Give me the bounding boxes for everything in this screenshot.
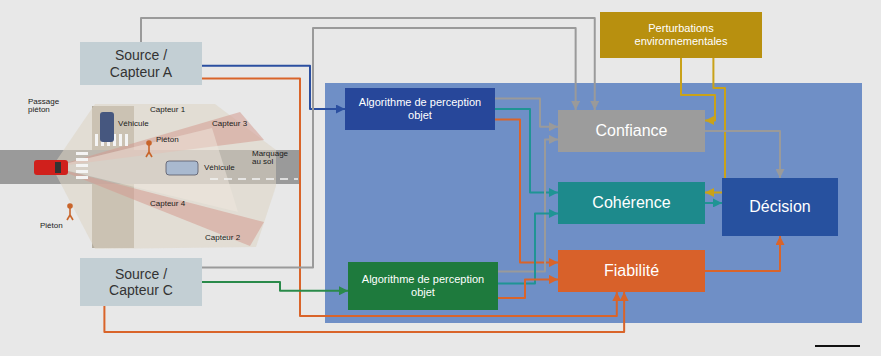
disturbance-box: Perturbations environnementales [600,12,762,58]
connector-arrow [495,120,558,263]
car-window [55,162,61,173]
illustration-label: Capteur 3 [212,120,247,128]
node-label: Décision [749,198,810,216]
vehicle-symbol [100,112,114,142]
algorithm-box: Algorithme de perception objet [348,262,498,310]
ground-marking [210,178,298,180]
connector-arrow [498,139,558,271]
source-box: Source / Capteur A [80,42,202,85]
connector-arrow [202,66,345,109]
node-label: Source / Capteur C [96,266,186,298]
connector-arrow [705,131,780,178]
illustration-label: Véhicule [204,164,235,172]
connector-arrow [202,28,576,268]
connector-arrow [495,109,558,193]
node-label: Fiabilité [604,262,659,280]
node-label: Algorithme de perception objet [360,273,486,298]
connector-arrow [705,236,780,271]
coherence-box: Cohérence [558,182,705,224]
node-label: Perturbations environnementales [614,22,748,47]
connector-arrow [705,202,722,204]
node-label: Confiance [595,122,667,140]
node-label: Cohérence [592,194,670,212]
illustration-label: Marquage au sol [252,150,294,167]
illustration-label: Capteur 1 [150,106,185,114]
confidence-box: Confiance [558,110,705,152]
ego-car [34,160,68,175]
reliability-box: Fiabilité [558,250,705,292]
connector-arrow [705,58,725,193]
illustration-label: Piéton [40,222,63,230]
connector-arrow [495,99,558,127]
vehicle-symbol [166,161,198,175]
illustration-label: Piéton [156,136,179,144]
connector-arrow [498,214,558,284]
connector-arrow [498,279,558,298]
scale-bar [815,345,860,347]
connector-arrow [202,79,617,316]
node-label: Algorithme de perception objet [357,96,483,121]
pedestrian-symbol [146,141,152,157]
illustration-label: Capteur 2 [205,234,240,242]
connector-arrow [202,282,348,291]
illustration-label: Capteur 4 [150,200,185,208]
sensor-field [52,128,238,212]
decision-box: Décision [722,178,838,236]
algorithm-box: Algorithme de perception objet [345,88,495,130]
source-box: Source / Capteur C [80,258,202,306]
pedestrian-symbol [67,204,73,220]
sensor-field [52,104,276,249]
illustration-label: Passage piéton [28,98,68,115]
node-label: Source / Capteur A [96,47,186,79]
illustration-label: Véhicule [118,120,149,128]
scene-illustration [0,104,300,249]
system-panel [325,83,862,323]
